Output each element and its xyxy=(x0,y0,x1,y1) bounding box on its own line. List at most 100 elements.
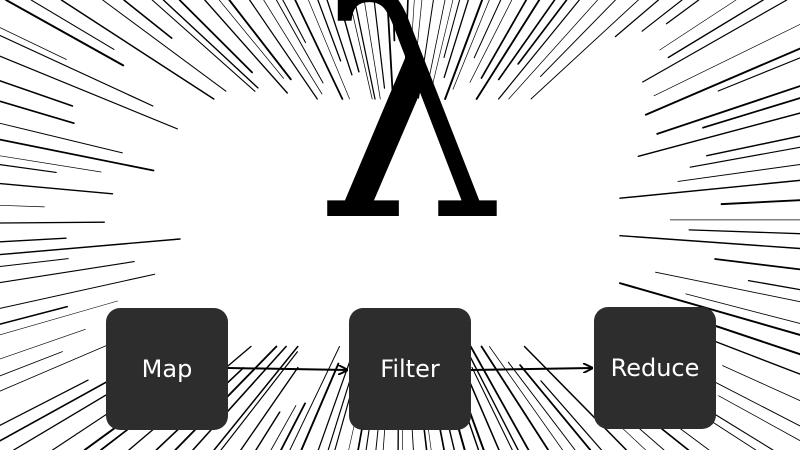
speed-line xyxy=(0,305,68,325)
speed-line xyxy=(700,374,800,427)
speed-line xyxy=(473,0,502,59)
speed-line xyxy=(464,345,519,450)
speed-line xyxy=(0,204,45,208)
lambda-symbol: λ xyxy=(314,0,506,287)
speed-line xyxy=(30,0,115,50)
speed-line xyxy=(192,345,287,450)
speed-line xyxy=(411,0,423,100)
speed-line xyxy=(444,0,484,100)
speed-line xyxy=(280,402,306,450)
speed-line xyxy=(407,0,415,100)
speed-line xyxy=(656,85,800,135)
speed-line xyxy=(334,397,351,450)
speed-line xyxy=(0,27,67,60)
speed-line xyxy=(540,0,616,77)
speed-line xyxy=(102,0,227,92)
speed-line xyxy=(289,346,340,450)
speed-line xyxy=(0,351,63,377)
speed-line xyxy=(530,0,639,100)
speed-line xyxy=(275,0,324,84)
speed-line xyxy=(0,273,156,309)
speed-line xyxy=(403,0,409,100)
speed-line xyxy=(151,0,256,92)
filter-node-label: Filter xyxy=(380,355,440,383)
speed-line xyxy=(428,0,454,100)
speed-line xyxy=(523,345,628,450)
speed-line xyxy=(363,0,381,100)
speed-line xyxy=(665,0,700,25)
speed-line xyxy=(452,0,490,90)
speed-line xyxy=(240,366,299,450)
arrow-map-to-filter xyxy=(227,368,347,370)
speed-line xyxy=(655,271,800,303)
speed-line xyxy=(641,0,683,32)
speed-line xyxy=(386,0,394,100)
speed-line xyxy=(720,199,800,206)
speed-line xyxy=(540,380,603,450)
reduce-node-label: Reduce xyxy=(610,354,700,382)
speed-line xyxy=(0,237,67,243)
speed-line xyxy=(353,0,376,100)
speed-line xyxy=(373,0,386,89)
speed-line xyxy=(424,0,446,100)
speed-line xyxy=(326,0,353,76)
speed-line xyxy=(0,138,155,172)
speed-line xyxy=(338,0,360,73)
filter-node: Filter xyxy=(349,308,471,430)
speed-line xyxy=(498,0,580,100)
speed-line xyxy=(294,0,344,100)
speed-line xyxy=(507,361,576,450)
speed-line xyxy=(270,405,297,450)
speed-line xyxy=(204,0,288,94)
speed-line xyxy=(0,261,135,284)
map-node: Map xyxy=(106,308,228,430)
speed-line xyxy=(471,366,513,450)
speed-line xyxy=(308,0,350,100)
speed-line xyxy=(317,0,342,62)
speed-line xyxy=(317,345,356,450)
speed-line xyxy=(5,0,125,67)
speed-line xyxy=(213,345,299,450)
speed-line xyxy=(162,0,259,89)
speed-line xyxy=(0,122,123,154)
speed-line xyxy=(689,146,800,168)
speed-line xyxy=(667,0,764,59)
speed-line xyxy=(0,80,74,107)
speed-line xyxy=(0,155,102,173)
speed-line xyxy=(519,364,592,450)
speed-line xyxy=(619,179,800,199)
speed-line xyxy=(714,258,800,271)
speed-line xyxy=(0,221,105,224)
speed-line xyxy=(0,100,75,125)
speed-line xyxy=(0,238,181,256)
speed-line xyxy=(475,0,541,100)
speed-line xyxy=(747,279,800,291)
map-node-label: Map xyxy=(141,355,193,383)
speed-line xyxy=(619,234,800,250)
speed-line xyxy=(644,47,800,116)
speed-line xyxy=(614,0,660,38)
speed-line xyxy=(443,0,469,79)
speed-line xyxy=(392,0,396,42)
speed-line xyxy=(0,182,114,195)
speed-line xyxy=(248,0,318,100)
speed-line xyxy=(702,97,800,129)
speed-line xyxy=(637,112,800,158)
speed-line xyxy=(688,229,800,235)
speed-line xyxy=(0,300,118,336)
speed-line xyxy=(508,0,598,100)
speed-line xyxy=(480,0,528,79)
speed-line xyxy=(0,258,69,268)
speed-line xyxy=(255,411,281,450)
speed-line xyxy=(469,345,530,450)
speed-line xyxy=(677,164,800,182)
speed-line xyxy=(60,0,215,100)
speed-line xyxy=(480,345,550,450)
speed-line xyxy=(228,0,292,81)
speed-line xyxy=(659,0,737,51)
speed-line xyxy=(0,55,178,130)
speed-line xyxy=(517,0,568,65)
speed-line xyxy=(489,346,563,450)
